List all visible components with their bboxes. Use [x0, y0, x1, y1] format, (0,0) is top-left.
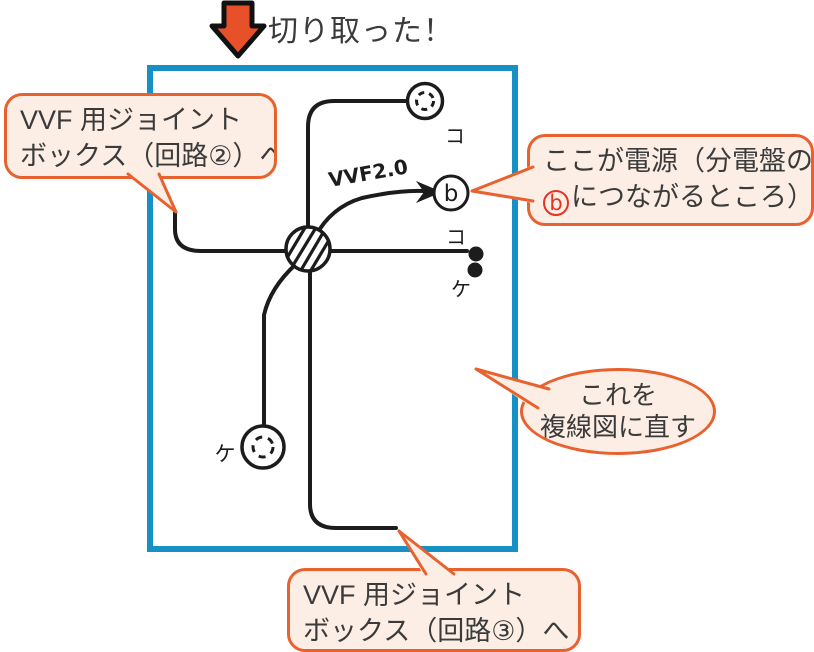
callout-convert-line1: これを — [578, 379, 657, 410]
callout-joint-box-circuit2-line2: ボックス（回路②）へ — [20, 140, 277, 171]
callout-convert-to-wiring-diagram: これを 複線図に直す — [520, 368, 716, 455]
circled-b-symbol: b — [543, 190, 569, 217]
callout-joint-box-circuit2: VVF 用ジョイント ボックス（回路②）へ — [4, 93, 277, 179]
callout-power-source-line1: ここが電源（分電盤の — [543, 146, 813, 176]
callout-power-source-line2-text: につながるところ） — [571, 181, 814, 212]
callout-joint-box-circuit3: VVF 用ジョイント ボックス（回路③）へ — [287, 568, 581, 652]
callout-joint-box-circuit3-line2: ボックス（回路③）へ — [303, 615, 570, 646]
callout-joint-box-circuit2-line1: VVF 用ジョイント — [20, 105, 243, 135]
cutout-arrow-icon — [209, 0, 267, 59]
callout-convert-line2: 複線図に直す — [539, 411, 696, 442]
callout-joint-box-circuit3-line1: VVF 用ジョイント — [303, 580, 526, 610]
cutout-label: 切り取った！ — [268, 15, 454, 48]
